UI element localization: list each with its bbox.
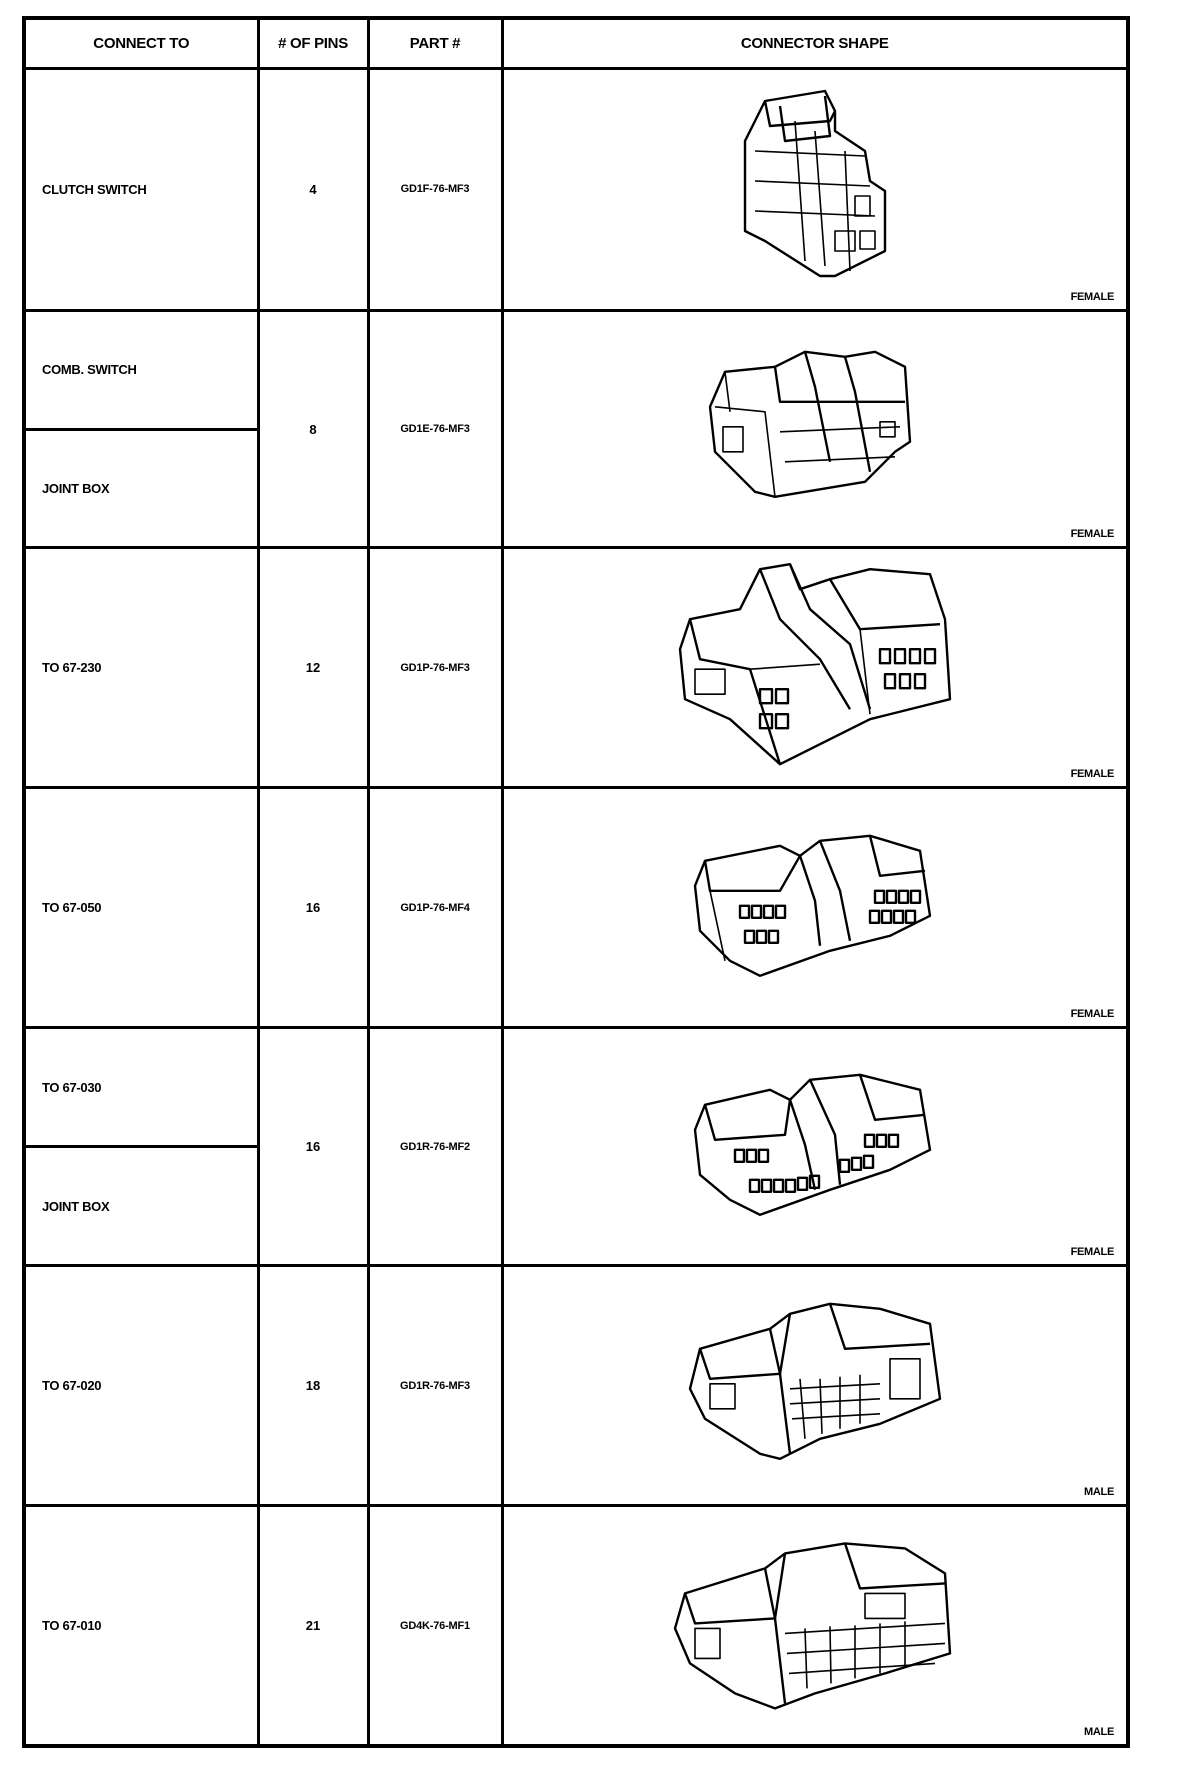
connector-16pin-icon: [693, 834, 931, 977]
connector-shape-cell: MALE: [500, 1504, 1130, 1748]
header-part: PART #: [366, 16, 504, 70]
part-number-cell: GD1R-76-MF2: [366, 1026, 504, 1268]
connector-shape-cell: FEMALE: [500, 308, 1130, 550]
pins-cell: 21: [256, 1504, 370, 1748]
connector-4pin-icon: [743, 89, 886, 278]
table-row: TO 67-230 12 GD1P-76-MF3: [22, 546, 1130, 790]
connector-8pin-icon: [708, 350, 911, 498]
connect-to-cell: TO 67-230: [22, 546, 260, 790]
pins-cell: 16: [256, 786, 370, 1030]
table-row: JOINT BOX: [22, 427, 1128, 550]
part-number-cell: GD4K-76-MF1: [366, 1504, 504, 1748]
table-row: TO 67-050 16 GD1P-76-MF4 F: [22, 786, 1130, 1030]
connector-shape-cell: FEMALE: [500, 1026, 1130, 1268]
table-row: COMB. SWITCH 8 GD1E-76-MF3 FEMALE: [22, 308, 1130, 550]
header-shape: CONNECTOR SHAPE: [500, 16, 1130, 70]
gender-label: MALE: [1084, 1486, 1114, 1499]
connector-18pin-icon: [688, 1302, 941, 1460]
connector-12pin-icon: [678, 562, 951, 766]
gender-label: FEMALE: [1070, 528, 1115, 541]
header-connect-to: CONNECT TO: [22, 16, 260, 70]
pins-cell: 4: [256, 66, 370, 312]
connector-shape-cell: FEMALE: [500, 546, 1130, 790]
pins-cell: 8: [256, 308, 370, 550]
header-pins: # OF PINS: [256, 16, 370, 70]
connect-to-cell: TO 67-020: [22, 1264, 260, 1508]
header-row: CONNECT TO # OF PINS PART # CONNECTOR SH…: [22, 16, 1130, 70]
connect-to-cell: JOINT BOX: [22, 1145, 260, 1268]
connect-to-cell: TO 67-010: [22, 1504, 260, 1748]
table-row: CLUTCH SWITCH 4 GD1F-76-MF3 FEMALE: [22, 66, 1130, 312]
table-row: TO 67-030 16 GD1R-76-MF2 FEMALE: [22, 1026, 1130, 1268]
table-row: TO 67-020 18 GD1R-76-MF3 MALE: [22, 1264, 1130, 1508]
connect-to-cell: CLUTCH SWITCH: [22, 66, 260, 312]
table-row: JOINT BOX: [22, 1145, 1128, 1268]
connect-to-cell: TO 67-030: [22, 1026, 260, 1149]
connector-shape-cell: FEMALE: [500, 786, 1130, 1030]
gender-label: MALE: [1084, 1726, 1114, 1738]
connect-to-cell: TO 67-050: [22, 786, 260, 1030]
connector-shape-cell: FEMALE: [500, 66, 1130, 312]
gender-label: FEMALE: [1070, 1246, 1115, 1259]
pins-cell: 12: [256, 546, 370, 790]
gender-label: FEMALE: [1070, 1008, 1115, 1021]
connector-16pin-icon: [693, 1073, 931, 1216]
connect-to-cell: COMB. SWITCH: [22, 308, 260, 431]
part-number-cell: GD1F-76-MF3: [366, 66, 504, 312]
part-number-cell: GD1E-76-MF3: [366, 308, 504, 550]
pins-cell: 16: [256, 1026, 370, 1268]
gender-label: FEMALE: [1070, 290, 1115, 303]
gender-label: FEMALE: [1070, 768, 1115, 781]
connector-shape-cell: MALE: [500, 1264, 1130, 1508]
part-number-cell: GD1P-76-MF4: [366, 786, 504, 1030]
part-number-cell: GD1R-76-MF3: [366, 1264, 504, 1508]
connector-table: CONNECT TO # OF PINS PART # CONNECTOR SH…: [22, 16, 1130, 1748]
connector-21pin-icon: [673, 1541, 951, 1710]
connect-to-cell: JOINT BOX: [22, 427, 260, 550]
table-row: TO 67-010 21 GD4K-76-MF1 MALE: [22, 1504, 1130, 1748]
part-number-cell: GD1P-76-MF3: [366, 546, 504, 790]
pins-cell: 18: [256, 1264, 370, 1508]
